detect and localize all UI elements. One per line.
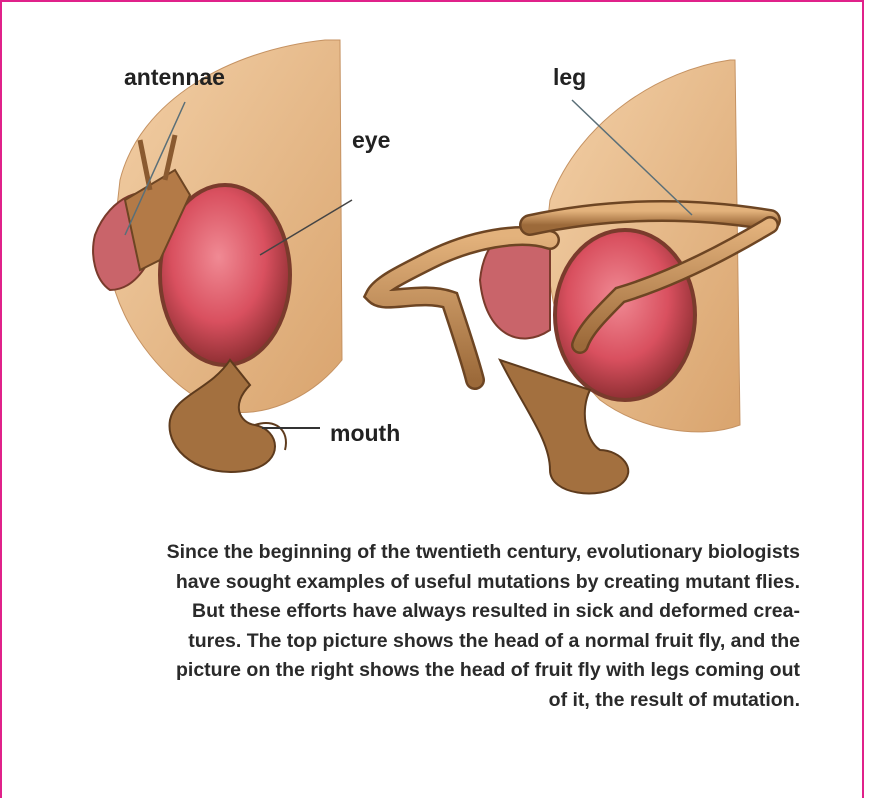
caption-line: of it, the result of mutation. xyxy=(80,686,800,716)
eye-label: eye xyxy=(352,127,390,154)
caption-line: Since the beginning of the twentieth cen… xyxy=(80,538,800,568)
normal-fly-head xyxy=(93,40,352,472)
mutant-fly-head xyxy=(375,60,770,493)
fruit-fly-illustration xyxy=(80,30,800,510)
mouth-label: mouth xyxy=(330,420,400,447)
antennae-label: antennae xyxy=(124,64,225,91)
figure-caption: Since the beginning of the twentieth cen… xyxy=(80,538,800,715)
leg-label: leg xyxy=(553,64,586,91)
page-border-right xyxy=(862,0,864,798)
caption-line: But these efforts have always resulted i… xyxy=(80,597,800,627)
caption-line: tures. The top picture shows the head of… xyxy=(80,627,800,657)
caption-line: have sought examples of useful mutations… xyxy=(80,568,800,598)
caption-line: picture on the right shows the head of f… xyxy=(80,656,800,686)
page-border-left xyxy=(0,0,2,798)
page-border-top xyxy=(0,0,863,2)
